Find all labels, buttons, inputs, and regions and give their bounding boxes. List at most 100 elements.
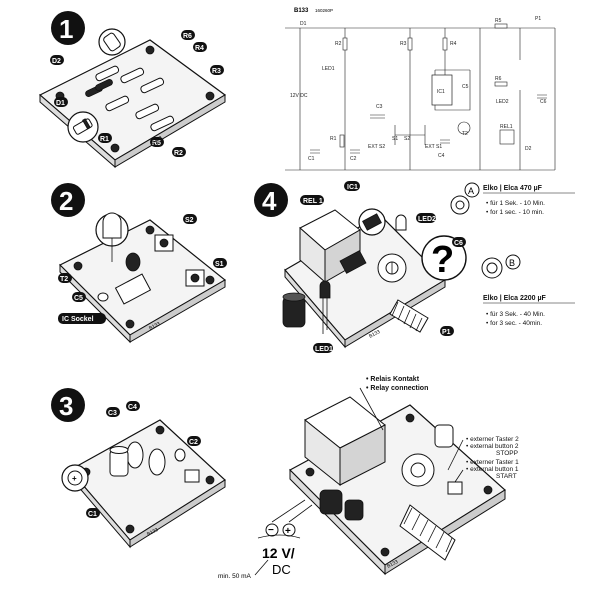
- step-1-panel: 1 R6 R4 D2 R3 D1 R1 R5 R2 B133: [38, 11, 227, 169]
- svg-text:B: B: [509, 258, 515, 268]
- final-button2-line-2: • external button 2: [466, 443, 519, 450]
- schematic-ic1: [431, 74, 453, 106]
- step-1-number: 1: [59, 14, 73, 44]
- step-4-question-mark: ?: [431, 239, 454, 281]
- step-4-label-rel1: REL 1: [300, 195, 324, 205]
- svg-text:IC1: IC1: [437, 89, 445, 95]
- step-1-resistors: [85, 65, 175, 132]
- step-4-label-led2: LED2: [416, 213, 436, 223]
- final-current: min. 50 mA: [218, 573, 252, 580]
- svg-text:D2: D2: [52, 58, 61, 65]
- step-1-label-d2: D2: [50, 55, 64, 65]
- elko-a-line-1: • für 1 Sek. - 10 Min.: [486, 200, 545, 207]
- step-4-panel: 4 ? REL 1 IC1 LED2: [254, 181, 575, 353]
- svg-text:C1: C1: [308, 156, 315, 162]
- svg-text:P1: P1: [442, 329, 451, 336]
- svg-text:C5: C5: [462, 84, 469, 90]
- final-button1-line-3: START: [496, 473, 517, 480]
- svg-text:IC1: IC1: [347, 184, 358, 191]
- svg-text:C4: C4: [128, 404, 137, 411]
- step-3-capacitor-c3: [126, 441, 144, 469]
- step-1-label-r2: R2: [172, 147, 186, 157]
- step-2-screws: [73, 225, 215, 329]
- final-button1-line-1: • externer Taster 1: [466, 459, 519, 466]
- step-1-label-d1: D1: [54, 97, 68, 107]
- step-4-label-c6: C6: [452, 237, 466, 247]
- svg-text:S1: S1: [392, 136, 398, 142]
- step-2-label-s2: S2: [183, 214, 197, 224]
- svg-text:C2: C2: [350, 156, 357, 162]
- svg-text:R2: R2: [335, 41, 342, 47]
- step-3-board-text: B133: [146, 527, 159, 538]
- svg-text:R1: R1: [100, 136, 109, 143]
- step-4-badge: [254, 183, 288, 217]
- step-3-label-c3: C3: [106, 407, 120, 417]
- svg-text:+: +: [285, 526, 291, 537]
- elko-a-heading: Elko | Elca 470 µF: [483, 185, 543, 192]
- svg-text:R6: R6: [495, 76, 502, 82]
- svg-text:D1: D1: [56, 100, 65, 107]
- schematic-code: 160260P: [315, 8, 333, 13]
- step-2-capacitor-c5: [97, 292, 109, 302]
- svg-text:C5: C5: [74, 295, 83, 302]
- step-2-label-t2: T2: [58, 273, 72, 283]
- final-relay: [304, 396, 386, 487]
- step-1-board-text: B133: [150, 135, 163, 146]
- step-4-zoom-c6: [421, 235, 467, 281]
- step-2-panel: 2 S2 T2 S1 C5 IC Sockel B133: [51, 183, 227, 344]
- svg-text:T2: T2: [462, 131, 468, 137]
- svg-text:C6: C6: [454, 240, 463, 247]
- step-2-label-c5: C5: [72, 292, 86, 302]
- svg-text:LED2: LED2: [496, 99, 509, 105]
- step-2-ic-socket: [114, 273, 152, 305]
- svg-text:R3: R3: [212, 68, 221, 75]
- final-relay-line-2: • Relay connection: [366, 385, 428, 392]
- svg-text:LED1: LED1: [315, 346, 333, 353]
- final-panel: • Relais Kontakt • Relay connection • ex…: [218, 376, 519, 580]
- step-3-screws: [81, 425, 215, 534]
- elko-b-marker: [505, 254, 521, 270]
- step-3-badge: [51, 388, 85, 422]
- step-4-potentiometer: [377, 253, 429, 333]
- step-1-badge: [51, 11, 85, 45]
- step-1-label-r6: R6: [181, 30, 195, 40]
- final-board-text: B133: [386, 559, 399, 570]
- step-1-label-r5: R5: [150, 137, 164, 147]
- svg-text:IC Sockel: IC Sockel: [62, 316, 94, 323]
- svg-text:S1: S1: [215, 261, 224, 268]
- step-3-label-c2: C2: [187, 436, 201, 446]
- step-1-label-r4: R4: [193, 42, 207, 52]
- final-voltage: 12 V/: [262, 545, 295, 561]
- step-4-label-ic1: IC1: [344, 181, 360, 191]
- step-4-label-p1: P1: [440, 326, 454, 336]
- step-3-number: 3: [59, 391, 73, 421]
- elko-a-marker: [464, 182, 480, 198]
- svg-text:C3: C3: [108, 410, 117, 417]
- svg-text:EXT S1: EXT S1: [425, 144, 442, 150]
- step-1-screws: [55, 45, 215, 153]
- svg-text:C2: C2: [189, 439, 198, 446]
- final-screws: [305, 413, 493, 557]
- step-3-capacitor-c4: [148, 448, 166, 476]
- svg-text:R5: R5: [495, 18, 502, 24]
- svg-text:R6: R6: [183, 33, 192, 40]
- svg-text:D2: D2: [525, 146, 532, 152]
- svg-text:LED2: LED2: [418, 216, 436, 223]
- schematic-panel: B133 160260P D1 R2 R3 R4 R5 P1 LED1 IC1 …: [285, 8, 556, 171]
- svg-text:12V DC: 12V DC: [290, 93, 308, 99]
- svg-text:−: −: [268, 525, 274, 536]
- step-3-capacitor-c2: [174, 448, 186, 462]
- step-4-label-led1: LED1: [313, 343, 333, 353]
- final-relay-line-1: • Relais Kontakt: [366, 376, 420, 383]
- elko-b-line-2: • for 3 sec. - 40min.: [486, 320, 542, 327]
- svg-text:R4: R4: [450, 41, 457, 47]
- elko-a-line-2: • for 1 sec. - 10 min.: [486, 209, 544, 216]
- svg-text:C3: C3: [376, 104, 383, 110]
- svg-text:EXT S2: EXT S2: [368, 144, 385, 150]
- step-4-led1: [319, 280, 331, 334]
- step-4-board-text: B133: [368, 329, 381, 340]
- svg-text:T2: T2: [60, 276, 68, 283]
- svg-text:R5: R5: [152, 140, 161, 147]
- svg-text:REL 1: REL 1: [303, 198, 323, 205]
